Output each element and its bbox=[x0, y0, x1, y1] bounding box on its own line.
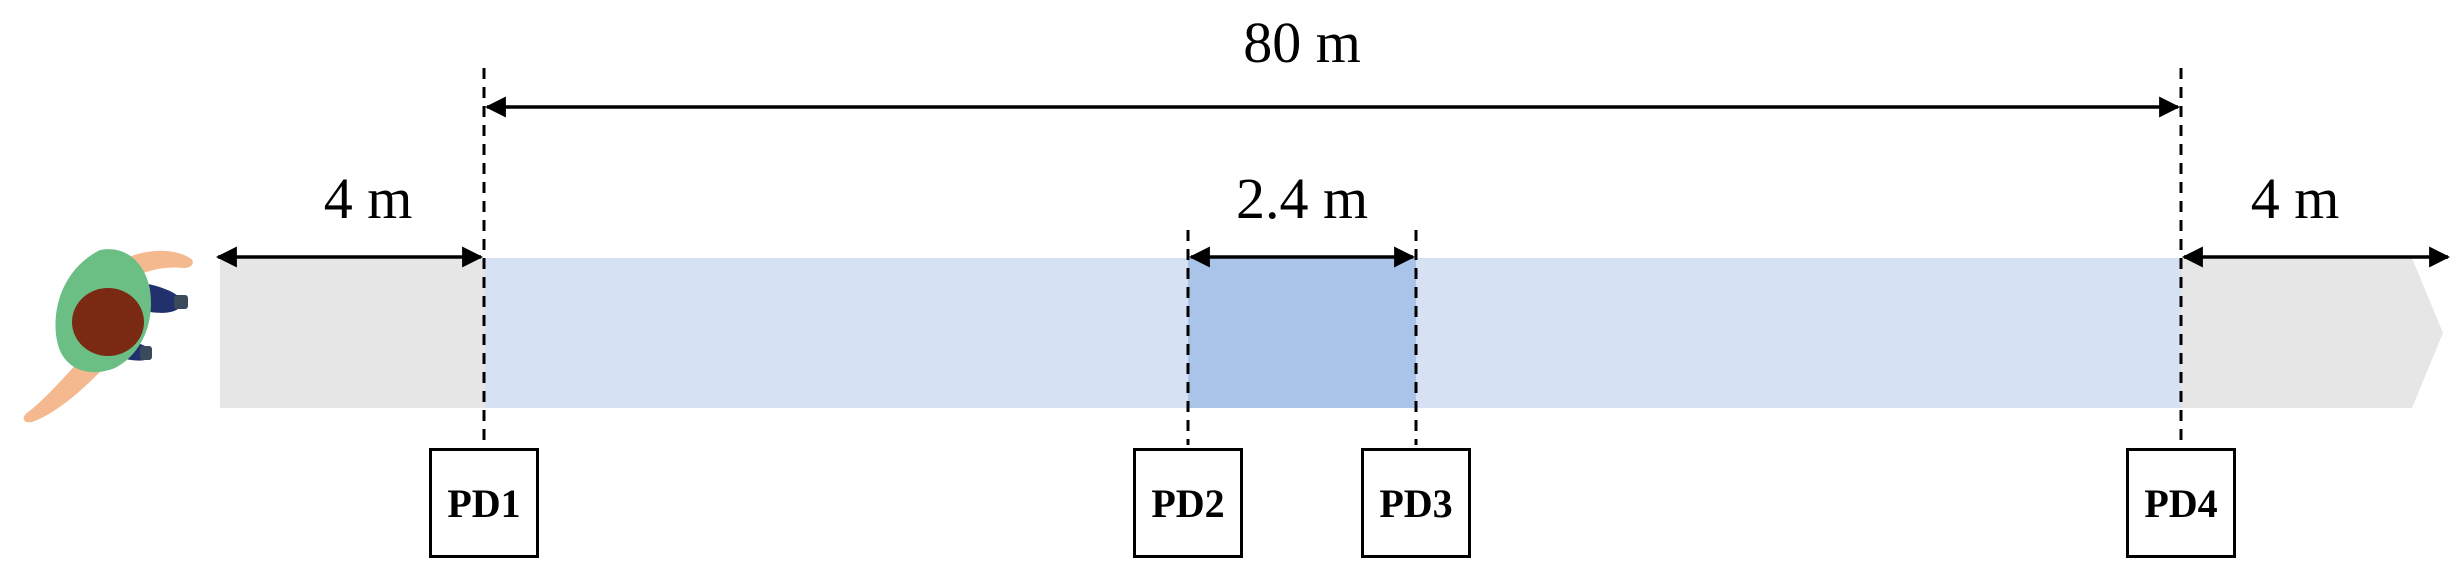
total-dimension-label: 80 m bbox=[1243, 10, 1361, 75]
pd3-box: PD3 bbox=[1361, 448, 1471, 558]
pd1-box: PD1 bbox=[429, 448, 539, 558]
pd2-box: PD2 bbox=[1133, 448, 1243, 558]
inner-zone bbox=[1188, 258, 1416, 408]
pd4-box: PD4 bbox=[2126, 448, 2236, 558]
middle-span-label: 2.4 m bbox=[1235, 166, 1369, 231]
walking-person-topview-icon bbox=[23, 249, 193, 423]
left-margin-label: 4 m bbox=[323, 166, 413, 231]
right-margin-label: 4 m bbox=[2250, 166, 2340, 231]
